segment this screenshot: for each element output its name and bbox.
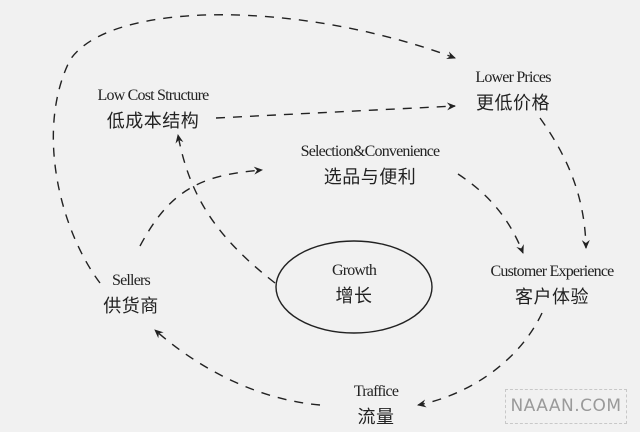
arrow-sellers-to-selection [139, 166, 263, 247]
node-customer-experience: Customer Experience 客户体验 [490, 260, 615, 311]
node-label-en: Lower Prices [475, 69, 551, 86]
arrow-sellers-to-lower-prices [52, 14, 456, 284]
node-label-en: Customer Experience [490, 263, 615, 280]
node-label-zh: 更低价格 [475, 93, 550, 114]
node-label-en: Sellers [112, 272, 151, 289]
arrow-customer-experience-to-traffic [417, 312, 543, 408]
watermark: NAAAN.COM [505, 389, 627, 424]
node-growth: Growth 增长 [331, 259, 377, 310]
node-label-en: Traffice [353, 383, 399, 400]
arrow-growth-to-low-cost [175, 134, 276, 284]
node-label-zh: 客户体验 [514, 287, 589, 308]
node-label-zh: 低成本结构 [106, 111, 200, 132]
node-label-zh: 供货商 [103, 296, 159, 317]
arrow-traffic-to-sellers [154, 329, 321, 406]
node-label-zh: 流量 [357, 407, 395, 428]
node-label-en: Low Cost Structure [97, 87, 210, 104]
node-traffic: Traffice 流量 [353, 380, 399, 431]
node-label-zh: 选品与便利 [323, 167, 417, 188]
growth-ellipse [275, 240, 433, 334]
arrow-low-cost-to-lower-prices [215, 102, 456, 119]
node-low-cost-structure: Low Cost Structure 低成本结构 [97, 84, 210, 135]
node-sellers: Sellers 供货商 [103, 269, 159, 320]
node-lower-prices: Lower Prices 更低价格 [475, 66, 551, 117]
arrow-lower-prices-to-customer-experience [539, 117, 590, 249]
node-label-en: Selection&Convenience [300, 143, 441, 160]
node-label-zh: 增长 [335, 286, 373, 307]
node-selection-convenience: Selection&Convenience 选品与便利 [300, 140, 441, 191]
arrow-selection-to-customer-experience [457, 173, 524, 254]
node-label-en: Growth [331, 262, 377, 279]
